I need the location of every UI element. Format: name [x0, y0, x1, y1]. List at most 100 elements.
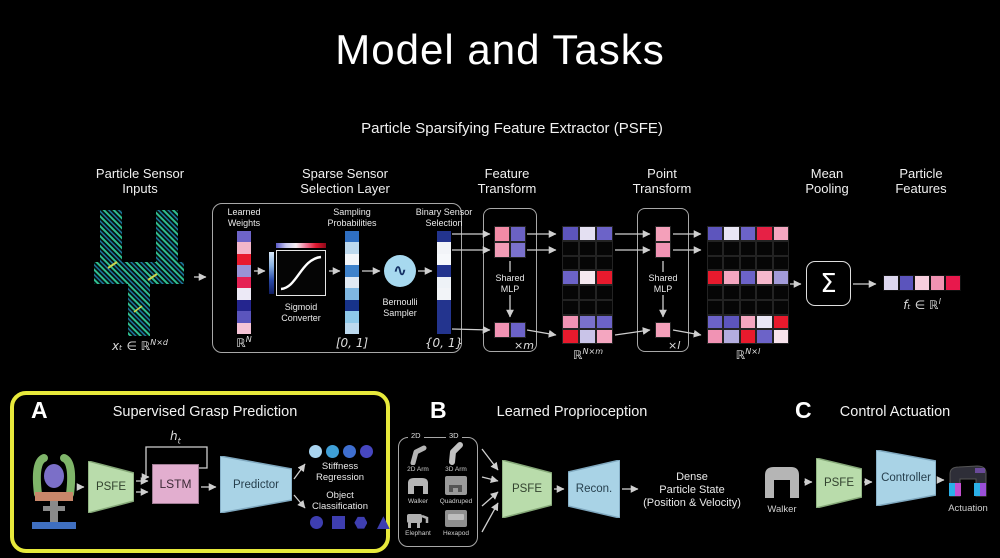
cell: [345, 276, 359, 289]
matrix-cell: [772, 299, 790, 315]
matrix-cell: [772, 314, 790, 330]
cell: [237, 322, 251, 334]
matrix-cell: [510, 242, 526, 258]
matrix-cell: [723, 329, 740, 344]
matrix-cell: [756, 255, 773, 271]
learned-weights-column: [237, 231, 251, 334]
panel-b-title: Learned Proprioception: [496, 404, 648, 420]
cell: [437, 311, 451, 323]
matrix-cell: [562, 240, 579, 256]
cell: [360, 445, 373, 458]
matrix-row: [562, 255, 613, 271]
controller-label: Controller: [881, 472, 931, 484]
matrix-cell: [723, 299, 740, 315]
features-math-label: fₜ ∈ ℝl: [903, 297, 941, 312]
class-square-icon: [331, 516, 345, 530]
robots-2d-header: 2D: [408, 431, 424, 440]
cell: [437, 231, 451, 243]
matrix-cell: [772, 226, 790, 241]
weights-math-label: ℝN: [236, 335, 252, 350]
robot-label-walker: Walker: [408, 498, 428, 505]
cell: [345, 231, 359, 243]
robot-label-hexapod: Hexapod: [442, 530, 470, 537]
matrix-cell: [579, 226, 596, 241]
matrix-cell: [579, 255, 596, 271]
matrix-cell: [510, 226, 526, 242]
matrix-cell: [655, 226, 671, 242]
hidden-state-label: ht: [170, 429, 181, 446]
matrix-row: [707, 270, 790, 285]
matrix-nxl-label: ℝN×l: [735, 347, 761, 362]
matrix-row: [562, 285, 613, 300]
cell: [345, 288, 359, 300]
cell: [345, 253, 359, 266]
matrix-cell: [772, 255, 790, 271]
matrix-cell: [707, 329, 724, 344]
cell: [345, 322, 359, 334]
cell: [237, 299, 251, 312]
particle-features-row: [883, 275, 961, 291]
matrix-row: [707, 314, 790, 330]
matrix-cell: [756, 226, 773, 241]
mean-pooling-box: Σ: [806, 261, 851, 306]
panel-a-title: Supervised Grasp Prediction: [112, 404, 298, 420]
cell: [437, 265, 451, 277]
robots-3d-header: 3D: [446, 431, 462, 440]
matrix-cell: [723, 270, 740, 285]
matrix-cell: [596, 285, 613, 300]
matrix-cell: [596, 270, 613, 285]
matrix-cell: [562, 226, 579, 241]
robot-icon-walker: [408, 478, 428, 494]
col-header-features: Particle Features: [895, 166, 947, 196]
robot-set-box: [398, 437, 478, 547]
lstm-block: LSTM: [152, 464, 199, 504]
matrix-row: [562, 314, 613, 330]
matrix-cell: [756, 314, 773, 330]
psfe-block-b: PSFE: [502, 460, 552, 518]
cell: [883, 275, 899, 291]
matrix-row: [494, 322, 526, 338]
col-header-pooling: Mean Pooling: [805, 166, 849, 196]
psfe-heading: Particle Sparsifying Feature Extractor (…: [361, 120, 663, 137]
cell: [437, 299, 451, 312]
matrix-cell: [562, 255, 579, 271]
matrix-cell: [596, 226, 613, 241]
matrix-nxm-label: ℝN×m: [573, 347, 603, 362]
cell: [309, 445, 322, 458]
matrix-cell: [655, 322, 671, 338]
psfe-label-a: PSFE: [95, 481, 127, 493]
matrix-cell: [707, 285, 724, 300]
matrix-row: [494, 226, 526, 242]
robot-icon-hexapod: [445, 510, 467, 527]
psfe-label-b: PSFE: [511, 483, 543, 495]
point-transform-input-grid: [655, 226, 671, 258]
class-triangle-icon: [376, 516, 390, 530]
panel-a-letter: A: [31, 397, 48, 423]
stiffness-scale-dots: [309, 445, 373, 458]
matrix-cell: [655, 242, 671, 258]
matrix-cell: [772, 285, 790, 300]
matrix-cell: [723, 314, 740, 330]
sigmoid-color-scale-vertical: [269, 252, 274, 294]
matrix-cell: [739, 240, 757, 256]
matrix-cell: [723, 285, 740, 300]
cell: [343, 445, 356, 458]
prob-math-label: [0, 1]: [335, 336, 369, 350]
feature-transform-box: [483, 208, 537, 352]
matrix-cell: [562, 314, 579, 330]
input-math-label: xₜ ∈ ℝN×d: [112, 338, 168, 353]
sigmoid-converter-label: Sigmoid Converter: [281, 302, 321, 323]
cell: [237, 253, 251, 266]
matrix-row: [707, 299, 790, 315]
sigmoid-curve: [280, 255, 322, 291]
feature-transform-output-grid: [494, 322, 526, 338]
cell: [929, 275, 946, 291]
particle-input-image: [94, 210, 184, 336]
cell: [345, 242, 359, 254]
matrix-row: [562, 240, 613, 256]
object-classification-label: Object Classification: [312, 490, 368, 512]
learned-weights-label: Learned Weights: [227, 207, 261, 228]
robot-icon-3d-arm: [449, 442, 463, 465]
psfe-label-c: PSFE: [823, 477, 855, 489]
